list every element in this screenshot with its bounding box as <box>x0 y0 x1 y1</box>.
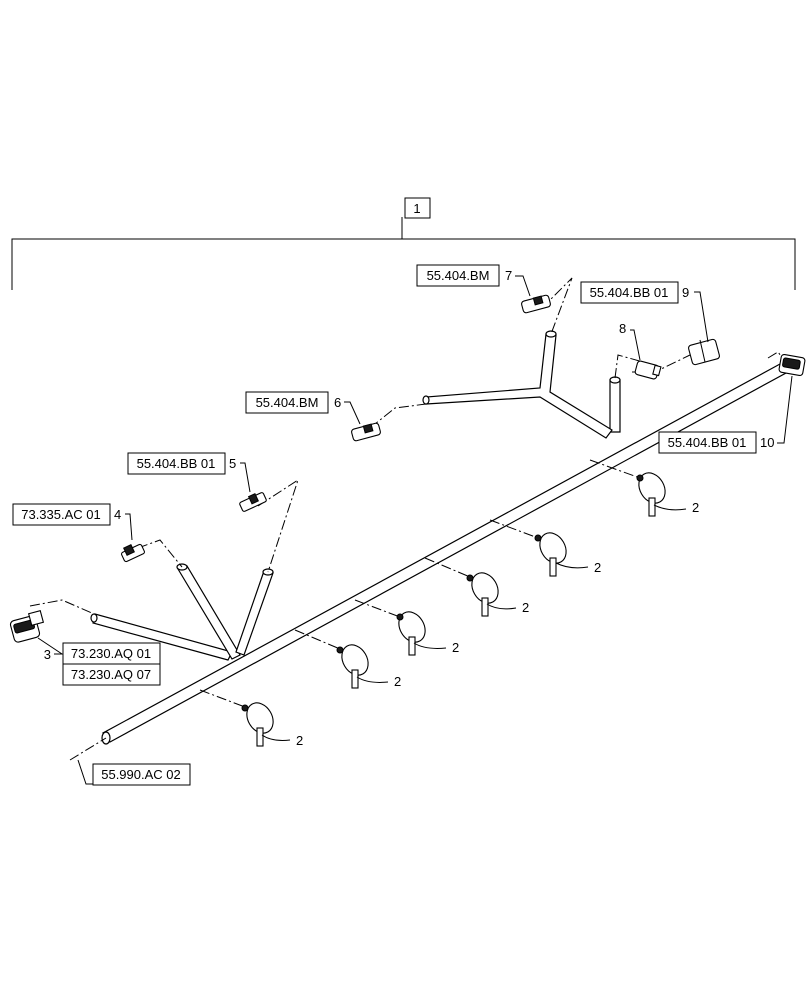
clamp-5 <box>534 532 567 577</box>
item-2-callouts: 2 2 2 2 2 2 <box>261 500 699 748</box>
item-number-4: 4 <box>114 507 121 522</box>
ref-box-73-230-aq-07 <box>62 663 161 686</box>
clamp-1 <box>241 702 274 747</box>
connector-7 <box>521 294 551 314</box>
dashed-leaders <box>29 277 785 761</box>
item-number-2: 2 <box>522 600 529 615</box>
assembly-bracket: 1 <box>11 197 796 290</box>
connector-10 <box>778 353 806 377</box>
callout-6: 55.404.BM 6 <box>245 391 361 425</box>
reference-label: 73.335.AC 01 <box>21 507 101 522</box>
clamp-2 <box>336 644 369 689</box>
item-number-2: 2 <box>692 500 699 515</box>
callout-10: 55.404.BB 01 10 <box>658 375 793 454</box>
callout-9: 55.404.BB 01 9 <box>580 281 709 343</box>
item-number-3: 3 <box>44 647 51 662</box>
connector-3 <box>9 609 45 643</box>
clamp-4 <box>466 572 499 617</box>
harness-trunk <box>90 330 787 745</box>
connector-9 <box>688 338 720 366</box>
reference-label: 73.230.AQ 07 <box>71 667 151 682</box>
callout-5: 55.404.BB 01 5 <box>127 452 251 493</box>
item-number-9: 9 <box>682 285 689 300</box>
item-number-1: 1 <box>413 201 420 216</box>
callout-trunk-end: 55.990.AC 02 <box>77 759 191 786</box>
item-number-2: 2 <box>394 674 401 689</box>
item-number-5: 5 <box>229 456 236 471</box>
item-number-2: 2 <box>452 640 459 655</box>
callout-4: 73.335.AC 01 4 <box>12 503 133 541</box>
callout-3: 3 73.230.AQ 01 73.230.AQ 07 <box>37 637 161 686</box>
item-number-7: 7 <box>505 268 512 283</box>
connector-6 <box>351 422 381 442</box>
reference-label: 55.404.BM <box>256 395 319 410</box>
connector-5 <box>239 492 267 512</box>
item-number-8: 8 <box>619 321 626 336</box>
connector-4 <box>121 543 145 563</box>
item-number-10: 10 <box>760 435 774 450</box>
clamp-3 <box>396 611 426 656</box>
item-number-2: 2 <box>296 733 303 748</box>
item-number-2: 2 <box>594 560 601 575</box>
clamp-6 <box>636 472 666 517</box>
callout-8: 8 <box>619 321 641 361</box>
reference-label: 55.404.BM <box>427 268 490 283</box>
reference-label: 55.990.AC 02 <box>101 767 181 782</box>
item-number-6: 6 <box>334 395 341 410</box>
reference-label: 73.230.AQ 01 <box>71 646 151 661</box>
reference-label: 55.404.BB 01 <box>590 285 669 300</box>
connector-8 <box>634 360 662 380</box>
reference-label: 55.404.BB 01 <box>668 435 747 450</box>
callout-7: 55.404.BM 7 <box>416 264 531 297</box>
reference-label: 55.404.BB 01 <box>137 456 216 471</box>
